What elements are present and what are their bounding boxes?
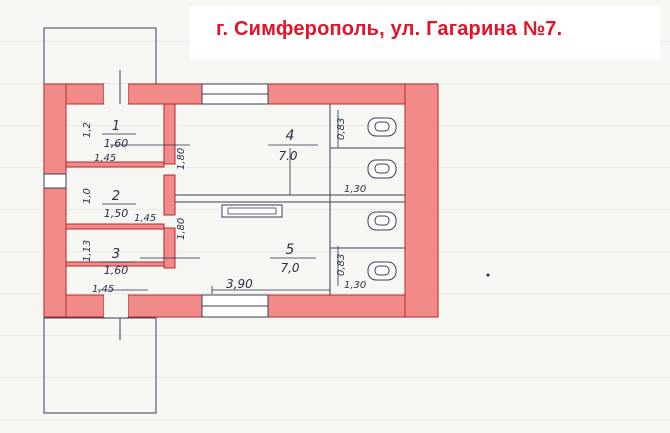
dim-room1-height: 1,2 bbox=[82, 122, 93, 138]
dim-room2-height: 1,0 bbox=[82, 188, 93, 204]
room-1-number: 1 bbox=[112, 119, 120, 134]
toilet-icon bbox=[367, 211, 397, 231]
room-labels: 1 1,60 2 1,50 3 1,60 4 7.0 5 7,0 bbox=[100, 119, 318, 277]
room-5-area: 7,0 bbox=[280, 261, 299, 275]
dim-corridor-upper: 1,80 bbox=[176, 148, 187, 170]
dim-stall-width-bottom: 1,30 bbox=[344, 280, 366, 291]
south-porch bbox=[43, 317, 157, 414]
vent-grille-icon bbox=[221, 204, 283, 218]
dimension-lines bbox=[98, 110, 339, 294]
room-3-area: 1,60 bbox=[104, 264, 129, 277]
dim-room3-height: 1,13 bbox=[82, 240, 93, 262]
room-4-number: 4 bbox=[286, 128, 295, 144]
toilets bbox=[367, 117, 397, 281]
room-5-number: 5 bbox=[286, 242, 295, 258]
dim-corridor-lower: 1,80 bbox=[176, 218, 187, 240]
door-gaps bbox=[104, 84, 128, 317]
dim-stall-top: 0,83 bbox=[336, 118, 347, 140]
ink-dot bbox=[486, 273, 490, 277]
room-4-area: 7.0 bbox=[278, 149, 297, 163]
dim-stall-bottom: 0,83 bbox=[336, 254, 347, 276]
windows bbox=[43, 83, 269, 318]
dimension-labels: 1,2 1,45 1,0 1,45 1,13 1,45 1,80 1,80 0,… bbox=[82, 118, 366, 295]
toilet-icon bbox=[367, 159, 397, 179]
dim-main-width: 3,90 bbox=[226, 277, 253, 291]
room-1-area: 1,60 bbox=[104, 137, 129, 150]
title-box: г. Симферополь, ул. Гагарина №7. bbox=[190, 6, 660, 60]
north-porch bbox=[43, 27, 157, 87]
dim-room1-width: 1,45 bbox=[94, 153, 116, 164]
dim-room3-width: 1,45 bbox=[92, 284, 114, 295]
address-title: г. Симферополь, ул. Гагарина №7. bbox=[216, 18, 563, 40]
toilet-icon bbox=[367, 117, 397, 137]
walls bbox=[43, 83, 439, 318]
dim-room2-width: 1,45 bbox=[134, 213, 156, 224]
room-3-number: 3 bbox=[112, 247, 120, 262]
room-2-area: 1,50 bbox=[104, 207, 129, 220]
room-2-number: 2 bbox=[112, 189, 120, 204]
toilet-icon bbox=[367, 261, 397, 281]
dim-stall-width-top: 1,30 bbox=[344, 184, 366, 195]
